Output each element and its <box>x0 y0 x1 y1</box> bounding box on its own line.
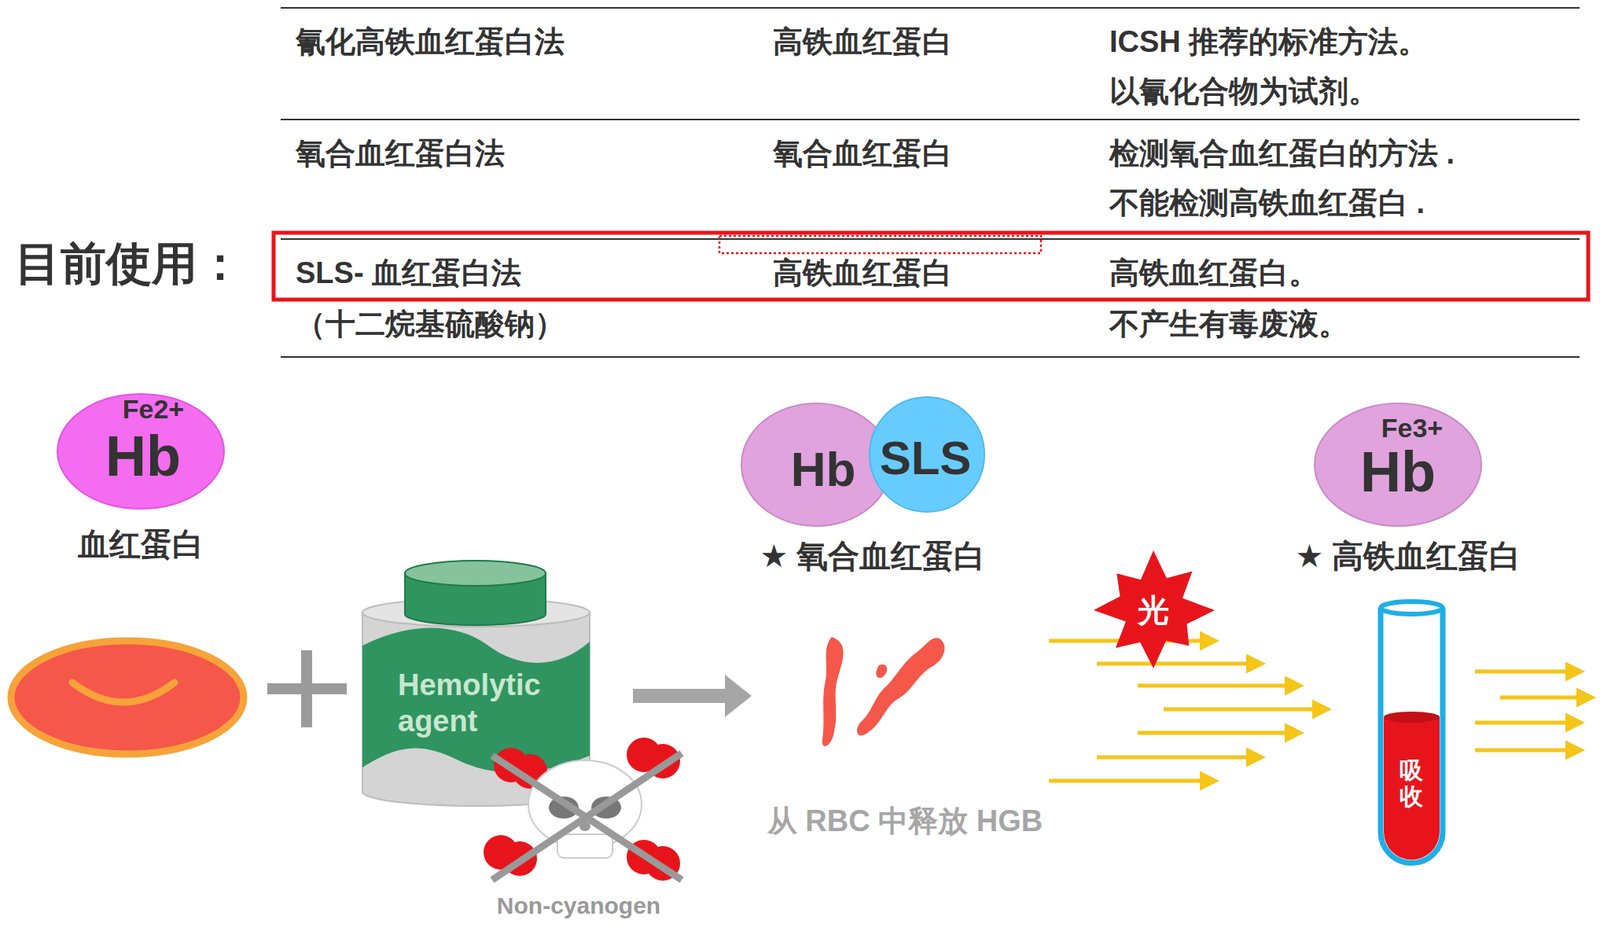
table-rule <box>280 238 1580 240</box>
table-rule <box>280 7 1580 9</box>
jar-drawing <box>362 560 682 881</box>
table-cell: 检测氧合血红蛋白的方法 . 不能检测高铁血红蛋白 . <box>1109 128 1519 228</box>
light-ray <box>1048 779 1211 784</box>
burst-label: 光 <box>1137 592 1170 629</box>
table-cell: 高铁血红蛋白。 不产生有毒废液。 <box>1109 247 1377 350</box>
liquid-surface <box>1383 711 1440 723</box>
table-rules <box>280 7 1580 357</box>
hb-symbol: Hb <box>790 441 857 497</box>
test-tube: 吸收 <box>1375 599 1448 868</box>
cell-dimple <box>72 682 175 703</box>
caption-label: ★ 高铁血红蛋白 <box>1295 537 1522 574</box>
tube-label: 吸收 <box>1399 757 1424 810</box>
burst-star <box>1093 550 1215 669</box>
cell-body <box>11 640 244 755</box>
light-ray <box>1096 662 1257 666</box>
table-cell: 高铁血红蛋白 <box>772 17 953 67</box>
plus-sign <box>267 650 347 728</box>
jar-label: Hemolytic agent <box>397 667 587 740</box>
circle-fill <box>57 393 225 509</box>
hb-symbol: Hb <box>1360 439 1436 505</box>
hemoglobin-circle: Fe2+Hb血红蛋白 <box>55 392 226 511</box>
jar-label-band <box>362 628 590 773</box>
light-ray <box>1474 748 1576 753</box>
table-cell: 氰化高铁血红蛋白法 <box>295 17 565 67</box>
process-arrow <box>632 674 752 718</box>
light-ray <box>1163 707 1323 712</box>
test-tube-outline <box>1375 599 1448 868</box>
red-blood-cell <box>11 640 244 755</box>
table-cell: 氧合血红蛋白 <box>772 128 953 179</box>
caption-label: 血红蛋白 <box>77 525 204 563</box>
hgb-fragment <box>875 664 887 678</box>
methemoglobin-circle: Fe3+Hb★ 高铁血红蛋白 <box>1313 401 1483 528</box>
plus-bar <box>301 650 313 728</box>
table-cell: ICSH 推荐的标准方法。 以氰化合物为试剂。 <box>1109 17 1487 116</box>
circle-fill <box>869 397 985 512</box>
table-cell: SLS- 血红蛋白法 （十二烷基硫酸钠） <box>295 247 626 350</box>
cross-out <box>492 753 682 880</box>
light-ray <box>1500 695 1587 700</box>
table-cell: 高铁血红蛋白 <box>772 247 953 299</box>
caption-label: ★ 氧合血红蛋白 <box>760 537 986 574</box>
light-ray <box>1474 720 1576 725</box>
tube-rim <box>1380 601 1443 615</box>
warning-note: Non-cyanogen <box>496 891 661 920</box>
light-rays <box>1048 640 1587 781</box>
circle-fill <box>741 403 891 526</box>
dotted-box <box>719 235 1041 254</box>
side-heading: 目前使用： <box>14 235 243 291</box>
light-burst: 光 <box>1092 548 1215 672</box>
released-hemoglobin <box>822 636 946 747</box>
skull-symbol <box>483 737 682 881</box>
light-ray <box>1096 755 1257 760</box>
skull-jaw <box>557 834 613 858</box>
jar-lid-top <box>404 560 546 586</box>
tube-liquid <box>1383 717 1440 861</box>
ion-label: Fe2+ <box>122 393 184 425</box>
process-note: 从 RBC 中释放 HGB <box>767 803 1043 840</box>
ion-label: Fe3+ <box>1381 412 1443 444</box>
light-ray <box>1474 669 1576 674</box>
hgb-fragment <box>822 636 844 747</box>
hb-symbol: Hb <box>105 423 181 490</box>
sls-circle: SLS <box>868 395 986 514</box>
table-rule <box>280 356 1580 358</box>
light-ray <box>1137 684 1295 688</box>
table-cell: 氧合血红蛋白法 <box>295 128 505 179</box>
circle-fill <box>1314 403 1482 526</box>
light-ray <box>1137 731 1295 736</box>
hb-circle: Hb★ 氧合血红蛋白 <box>739 401 893 528</box>
table-rule <box>280 118 1580 121</box>
reagent-jar: Hemolytic agent <box>362 559 590 806</box>
tube-wall <box>1380 607 1443 864</box>
hgb-fragment <box>857 637 945 736</box>
sls-symbol: SLS <box>879 430 972 486</box>
